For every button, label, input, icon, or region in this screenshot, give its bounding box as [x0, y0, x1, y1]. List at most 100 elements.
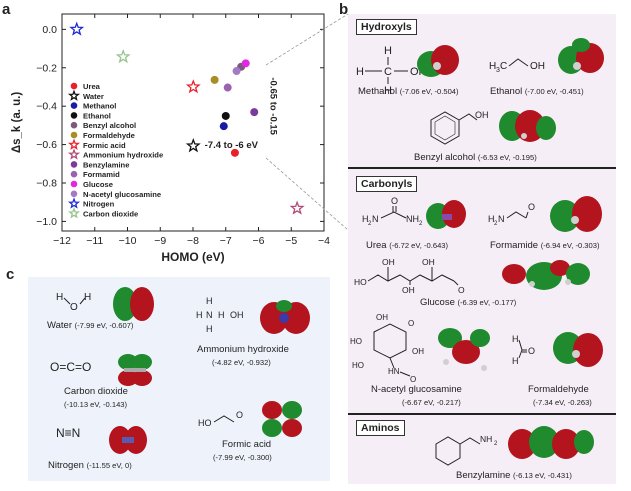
svg-text:H: H [218, 310, 225, 320]
urea-orbital [426, 200, 466, 229]
svg-text:H: H [512, 334, 519, 344]
svg-text:H: H [356, 66, 364, 78]
label-methanol: Methanol (-7.06 eV, -0.504) [358, 86, 459, 97]
svg-text:HO: HO [350, 337, 362, 346]
svg-text:2: 2 [368, 221, 372, 227]
legend-marker-formaldehyde [70, 131, 78, 139]
range-label-y: -0.65 to -0.15 [268, 77, 279, 135]
point-glucose [241, 59, 250, 68]
svg-text:NH: NH [406, 214, 419, 224]
svg-text:C: C [384, 66, 392, 78]
y-axis-label: Δs_k (a. u.) [11, 92, 23, 153]
panel-letter-c: c [6, 266, 15, 283]
section-title-hydroxyls: Hydroxyls [356, 19, 417, 35]
divider-carbonyls-aminos [348, 413, 616, 415]
x-tick-label: −9 [154, 235, 166, 247]
svg-text:H: H [196, 310, 203, 320]
svg-text:H: H [56, 292, 63, 303]
label-formic-acid: Formic acid [222, 439, 272, 450]
scatter-chart: -7.4 to -6 eV-0.65 to -0.15−12−11−10−9−8… [11, 13, 330, 264]
legend-marker-carbon-dioxide [67, 207, 81, 219]
formamide-orbital [550, 196, 602, 232]
label-nitrogen: Nitrogen (-11.55 eV, 0) [48, 460, 132, 471]
svg-text:H: H [384, 45, 392, 57]
svg-text:O: O [528, 346, 535, 356]
svg-text:OH: OH [382, 257, 395, 267]
value-nag: (-6.67 eV, -0.217) [402, 398, 461, 407]
panel-letter-b: b [339, 1, 349, 18]
svg-text:OH: OH [412, 347, 424, 356]
point-benzylamine [250, 108, 259, 117]
legend-label: Formaldehyde [83, 131, 135, 140]
water-structure: HOH [56, 292, 91, 313]
x-axis-label: HOMO (eV) [161, 250, 224, 264]
legend-label: Water [83, 92, 104, 101]
section-title-carbonyls: Carbonyls [356, 176, 418, 192]
label-urea: Urea (-6.72 eV, -0.643) [366, 240, 449, 251]
svg-text:O: O [410, 375, 416, 384]
legend-label: Urea [83, 82, 101, 91]
legend-marker-water [67, 89, 81, 101]
panel-letter-a: a [2, 1, 11, 18]
formic-acid-orbital [262, 401, 302, 437]
nitrogen-orbital [109, 426, 147, 454]
svg-text:OH: OH [402, 285, 415, 295]
y-tick-label: −0.6 [36, 139, 57, 151]
x-tick-label: −12 [53, 235, 71, 247]
point-n-acetyl-glucosamine [232, 67, 241, 76]
x-tick-label: −8 [187, 235, 199, 247]
y-tick-label: −0.2 [36, 62, 57, 74]
svg-text:HO: HO [354, 277, 367, 287]
formaldehyde-structure: HHO [512, 334, 535, 366]
svg-text:OH: OH [530, 61, 545, 72]
value-formaldehyde: (-7.34 eV, -0.263) [533, 398, 592, 407]
svg-text:H: H [384, 85, 392, 96]
legend-label: Ammonium hydroxide [83, 151, 163, 160]
svg-text:C: C [500, 61, 507, 72]
point-water [185, 138, 201, 153]
methanol-orbital [417, 45, 459, 77]
legend-label: Glucose [83, 180, 113, 189]
svg-text:2: 2 [494, 441, 498, 447]
label-formaldehyde: Formaldehyde [528, 384, 589, 395]
legend-label: Formic acid [83, 141, 126, 150]
svg-text:HO: HO [352, 361, 364, 370]
x-tick-label: −11 [86, 235, 103, 247]
label-benzylamine: Benzylamine (-6.13 eV, -0.431) [456, 470, 572, 481]
panel-b-background [348, 14, 616, 484]
svg-text:OH: OH [475, 110, 489, 120]
formic-acid-structure: HOO [198, 410, 243, 428]
y-tick-label: −0.8 [36, 177, 57, 189]
point-urea [230, 148, 239, 157]
svg-text:H: H [362, 214, 369, 224]
svg-text:H: H [489, 61, 496, 72]
carbon-dioxide-structure: O=C=O [50, 360, 92, 374]
nitrogen-structure: N≡N [56, 426, 81, 440]
range-label-x: -7.4 to -6 eV [205, 140, 259, 151]
point-ammonium-hydroxide [289, 200, 305, 215]
svg-text:O: O [458, 285, 465, 295]
glucose-orbital [502, 260, 590, 290]
svg-text:N: N [206, 310, 213, 320]
legend-label: Formamid [83, 170, 120, 179]
legend-marker-benzyl-alcohol [70, 121, 78, 129]
carbon-dioxide-orbital [118, 354, 152, 386]
label-ethanol: Ethanol (-7.00 eV, -0.451) [490, 86, 584, 97]
water-orbital [113, 287, 154, 321]
legend-label: Nitrogen [83, 200, 115, 209]
point-formic-acid [185, 79, 201, 94]
label-ammonium-hydroxide: Ammonium hydroxide [197, 344, 289, 355]
svg-text:O: O [408, 319, 414, 328]
label-nag: N-acetyl glucosamine [371, 384, 462, 395]
svg-text:OH: OH [230, 310, 244, 320]
legend-label: Benzyl alcohol [83, 121, 136, 130]
x-tick-label: −6 [253, 235, 265, 247]
divider-hydroxyls-carbonyls [348, 167, 616, 169]
benzyl-alcohol-structure: OH [430, 110, 489, 145]
value-formic-acid: (-7.99 eV, -0.300) [213, 453, 272, 462]
section-title-aminos: Aminos [356, 420, 405, 436]
